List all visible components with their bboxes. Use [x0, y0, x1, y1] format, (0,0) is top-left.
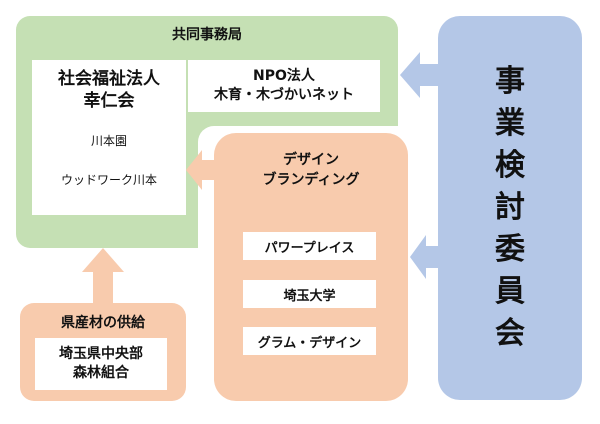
arrow-committee-to-secretariat	[400, 52, 440, 98]
committee-char-2: 検	[495, 148, 525, 183]
npo-line-2: 木育・木づかいネット	[214, 87, 354, 103]
supply-member-line-1: 埼玉県中央部	[59, 346, 143, 362]
supply-member-box: 埼玉県中央部 森林組合	[35, 338, 167, 390]
committee-char-3: 討	[495, 190, 525, 225]
npo-box: NPO法人 木育・木づかいネット	[188, 60, 380, 112]
supply-member-line-2: 森林組合	[73, 365, 129, 381]
committee-char-6: 会	[495, 316, 525, 351]
arrow-supply-to-secretariat	[82, 248, 124, 304]
design-panel	[214, 133, 408, 401]
org-sub-2: ウッドワーク川本	[60, 173, 157, 187]
design-member-1: 埼玉大学	[243, 280, 376, 308]
org-name-line-1: 社会福祉法人	[58, 69, 160, 89]
supply-title: 県産材の供給	[61, 315, 145, 331]
design-title-line-1: デザイン	[283, 152, 339, 168]
committee-char-0: 事	[495, 64, 525, 99]
arrow-committee-to-design	[410, 235, 440, 279]
design-member-0: パワープレイス	[243, 232, 376, 260]
npo-line-1: NPO法人	[253, 68, 315, 84]
arrow-design-to-secretariat	[186, 150, 216, 190]
org-sub-1: 川本園	[90, 134, 127, 148]
committee-char-5: 員	[495, 274, 525, 309]
committee-panel	[438, 16, 582, 400]
committee-char-4: 委	[495, 232, 525, 267]
committee-title: 事 業 検 討 委 員 会	[438, 16, 582, 400]
design-title-line-2: ブランディング	[262, 172, 360, 188]
secretariat-title: 共同事務局	[172, 27, 242, 43]
design-member-2: グラム・デザイン	[243, 327, 376, 355]
org-name-line-2: 幸仁会	[83, 91, 135, 111]
design-title: デザイン ブランディング	[214, 150, 408, 190]
secretariat-org-box: 社会福祉法人 幸仁会 川本園 ウッドワーク川本	[32, 60, 186, 215]
committee-char-1: 業	[495, 106, 525, 141]
